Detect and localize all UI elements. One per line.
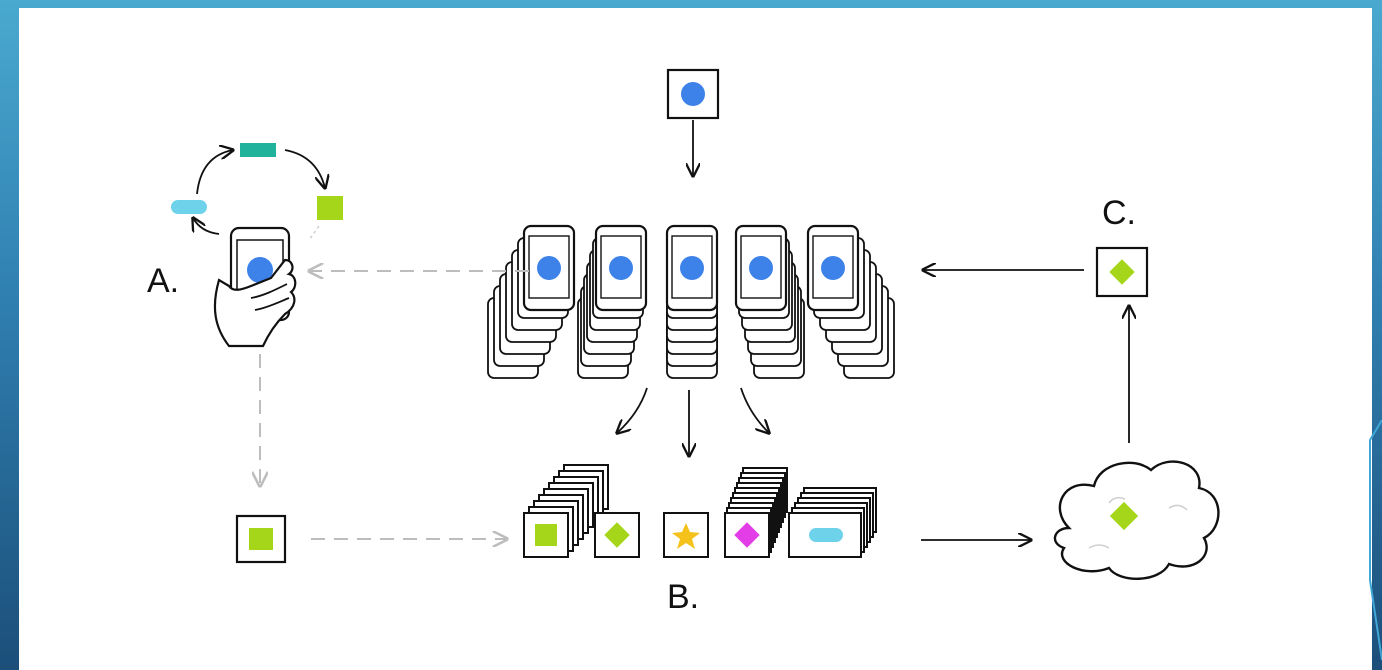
blue-dot-icon: [537, 256, 561, 280]
global-model-card: [666, 68, 720, 120]
label-a: A.: [147, 262, 179, 300]
cycle-arrow-2: [284, 149, 325, 188]
label-b: B.: [667, 578, 699, 616]
cycle-arrow-3: [193, 218, 220, 235]
personalization-cycle: [171, 143, 343, 241]
local-update-card: [235, 514, 287, 564]
label-c: C.: [1102, 194, 1136, 232]
cyan-pill-icon: [809, 528, 843, 542]
arrow-down-left: [617, 387, 648, 433]
phone-stack: [806, 224, 895, 379]
blue-dot-icon: [680, 256, 704, 280]
update-cards-row: [523, 464, 877, 558]
blue-dot-icon: [821, 256, 845, 280]
diamond-icon: [604, 522, 630, 548]
corner-decoration: [1369, 420, 1382, 661]
update-card-star: [663, 512, 709, 558]
blue-dot-icon: [681, 82, 705, 106]
phone-stack: [665, 224, 719, 379]
update-stack-right: [724, 467, 877, 558]
phone-stack: [577, 224, 648, 379]
magenta-diamond-icon: [734, 522, 760, 548]
blue-dot-icon: [749, 256, 773, 280]
lime-square-icon: [249, 528, 273, 550]
lime-square-icon: [535, 524, 557, 546]
phone-stack: [734, 224, 805, 379]
cyan-pill-icon: [171, 200, 207, 214]
cycle-arrow-1: [196, 150, 233, 195]
arrow-down-right: [740, 387, 769, 433]
star-icon: [672, 523, 700, 549]
improved-model-card: [1095, 246, 1149, 298]
diamond-icon: [1109, 501, 1139, 531]
lime-square-icon: [317, 196, 343, 220]
blue-dot-icon: [609, 256, 633, 280]
diagram-canvas: B. C. A.: [19, 8, 1372, 670]
teal-bar-icon: [240, 143, 276, 157]
update-stack-left: [523, 464, 640, 558]
hand-holding-phone-icon: [213, 226, 297, 348]
cloud-icon: [1053, 460, 1220, 580]
phone-fleet: [487, 224, 895, 379]
phone-stack: [487, 224, 576, 379]
federated-learning-diagram: B. C. A.: [147, 68, 1220, 616]
